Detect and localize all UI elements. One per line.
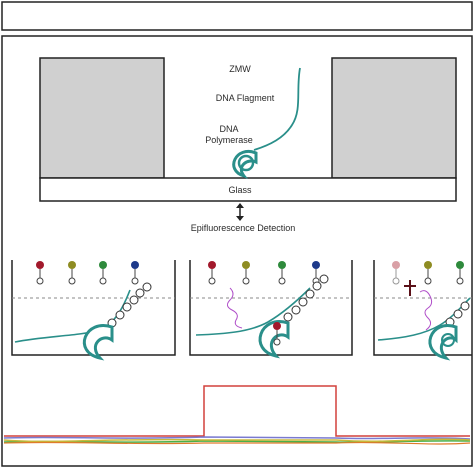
nucleotide-c bbox=[99, 261, 107, 285]
glass-layer bbox=[39, 177, 457, 202]
nucleotide-a bbox=[208, 261, 216, 285]
nucleotide-c bbox=[278, 261, 286, 285]
panel-3 bbox=[373, 260, 472, 361]
diffusion-path bbox=[226, 287, 243, 329]
nucleotide-g bbox=[242, 261, 250, 285]
dna-polymerase-label-line1: DNA bbox=[219, 124, 238, 134]
trace-signal-red bbox=[4, 385, 470, 437]
nucleotide-group bbox=[208, 261, 320, 285]
right-wall bbox=[331, 57, 457, 179]
epifluorescence-arrow bbox=[236, 203, 244, 221]
trace-base-blue bbox=[3, 436, 471, 440]
incorporated-nucleotide bbox=[273, 322, 281, 346]
trace-base-yellow bbox=[3, 438, 471, 443]
nucleotide-g bbox=[68, 261, 76, 285]
panel-1 bbox=[11, 260, 176, 361]
left-wall bbox=[39, 57, 165, 179]
dna-fragment-label: DNA Flagment bbox=[216, 93, 275, 103]
template-strand bbox=[195, 287, 311, 336]
trace-base-orange bbox=[3, 441, 471, 445]
panel-2 bbox=[189, 260, 353, 359]
fluorescence-trace bbox=[3, 385, 471, 445]
polymerase-icon bbox=[258, 320, 290, 359]
polymerase-icon bbox=[232, 149, 258, 179]
dna-fragment-strand bbox=[253, 67, 301, 151]
top-frame bbox=[1, 1, 473, 31]
nucleotide-t bbox=[131, 261, 139, 285]
nucleotide-g bbox=[424, 261, 432, 285]
nucleotide-a bbox=[36, 261, 44, 285]
diffusion-path bbox=[419, 290, 433, 331]
nucleotide-a-faint bbox=[392, 261, 400, 285]
nucleotide-group bbox=[36, 261, 139, 285]
released-label bbox=[404, 280, 416, 296]
nucleotide-c bbox=[456, 261, 464, 285]
epifluorescence-label: Epifluorescence Detection bbox=[191, 223, 296, 233]
bead-chain bbox=[107, 282, 152, 328]
glass-label: Glass bbox=[228, 185, 252, 195]
polymerase-icon bbox=[82, 324, 114, 361]
zmw-illustration: Glass ZMW DNA Flagment DNA Polymerase bbox=[39, 57, 457, 202]
polymerase-icon bbox=[428, 324, 458, 361]
zmw-label: ZMW bbox=[229, 64, 251, 74]
bead-chain bbox=[283, 274, 329, 322]
dna-polymerase-label-line2: Polymerase bbox=[205, 135, 253, 145]
nucleotide-group bbox=[392, 261, 464, 285]
